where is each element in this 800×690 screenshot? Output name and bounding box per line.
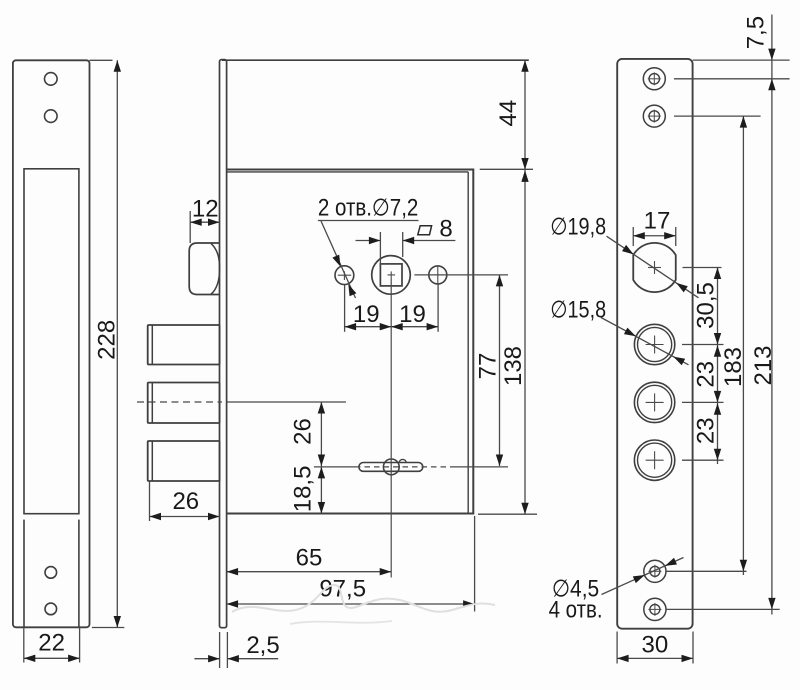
svg-text:12: 12 bbox=[192, 196, 219, 223]
svg-text:228: 228 bbox=[94, 320, 121, 360]
svg-text:26: 26 bbox=[290, 418, 317, 445]
svg-text:∅19,8: ∅19,8 bbox=[550, 214, 606, 241]
svg-text:30: 30 bbox=[642, 631, 669, 658]
svg-text:138: 138 bbox=[500, 346, 527, 386]
svg-text:17: 17 bbox=[644, 208, 671, 235]
svg-text:22: 22 bbox=[38, 630, 65, 657]
svg-text:183: 183 bbox=[720, 347, 747, 387]
svg-text:7,5: 7,5 bbox=[742, 16, 769, 49]
svg-text:23: 23 bbox=[692, 417, 719, 444]
svg-text:2 отв.∅7,2: 2 отв.∅7,2 bbox=[318, 195, 418, 222]
svg-text:30,5: 30,5 bbox=[692, 282, 719, 329]
svg-text:∅4,5: ∅4,5 bbox=[552, 576, 599, 603]
svg-text:26: 26 bbox=[172, 488, 199, 515]
svg-text:18,5: 18,5 bbox=[290, 466, 317, 513]
svg-text:77: 77 bbox=[475, 353, 502, 380]
svg-text:213: 213 bbox=[750, 345, 777, 385]
svg-text:23: 23 bbox=[692, 361, 719, 388]
svg-text:4 отв.: 4 отв. bbox=[549, 597, 603, 624]
svg-text:65: 65 bbox=[296, 544, 323, 571]
svg-text:19: 19 bbox=[353, 301, 380, 328]
svg-text:19: 19 bbox=[399, 301, 426, 328]
svg-text:8: 8 bbox=[439, 216, 452, 243]
svg-text:∅15,8: ∅15,8 bbox=[550, 296, 606, 323]
svg-text:2,5: 2,5 bbox=[246, 632, 279, 659]
svg-text:44: 44 bbox=[495, 100, 522, 127]
